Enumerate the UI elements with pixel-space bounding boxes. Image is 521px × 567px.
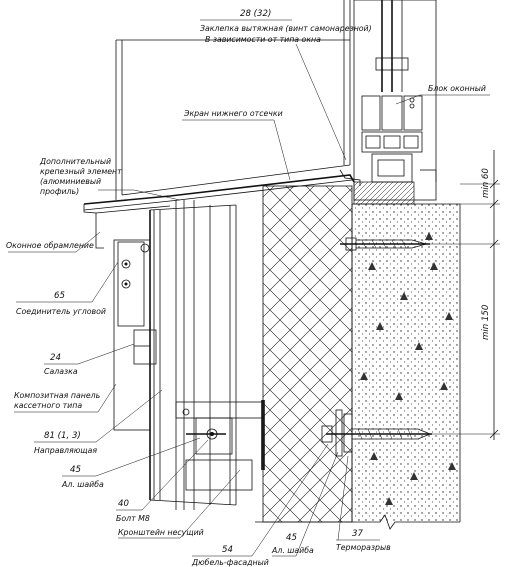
dim-min150-text: min 150 xyxy=(481,304,491,340)
upper-cladding xyxy=(115,0,351,200)
label-guide-num: 81 (1, 3) xyxy=(44,431,81,441)
window-block xyxy=(339,0,437,205)
label-bolt-num: 40 xyxy=(118,499,129,509)
label-washer2-num: 45 xyxy=(286,533,297,543)
dimension-lines xyxy=(430,150,500,440)
label-thermo-num: 37 xyxy=(352,529,363,539)
leader-lines xyxy=(8,19,490,557)
composite-panel xyxy=(113,200,237,510)
label-window-trim: Оконное обрамление xyxy=(6,241,94,250)
dim-min60-text: min 60 xyxy=(481,168,491,198)
dowel-upper xyxy=(340,237,430,251)
label-washer: Ал. шайба xyxy=(61,480,104,489)
label-slider-num: 24 xyxy=(50,353,61,363)
label-thermo: Терморазрыв xyxy=(336,543,391,552)
label-corner-num: 65 xyxy=(54,291,65,301)
dowel-lower xyxy=(321,409,432,457)
lower-screen-flashing xyxy=(83,174,355,249)
concrete-wall xyxy=(255,203,461,530)
label-washer-num: 45 xyxy=(70,465,81,475)
label-washer2: Ал. шайба xyxy=(271,546,314,555)
label-window-block: Блок оконный xyxy=(428,84,486,93)
label-extra-line2: крепезный элемент xyxy=(40,167,122,176)
label-dowel: Дюбель-фасадный xyxy=(191,558,269,567)
label-lower-screen: Экран нижнего отсечки xyxy=(183,109,283,118)
label-extra-line3: (алюминиевый xyxy=(40,177,101,186)
label-slider: Салазка xyxy=(44,367,78,376)
label-top-line2: В зависимости от типа окна xyxy=(205,35,321,44)
label-bolt: Болт М8 xyxy=(116,514,150,523)
label-panel-line2: кассетного типа xyxy=(14,401,82,410)
label-top-num: 28 (32) xyxy=(240,9,271,19)
label-extra-line1: Дополнительный xyxy=(39,157,111,166)
label-bracket: Кронштейн несущий xyxy=(118,528,204,537)
insulation-layer xyxy=(262,185,353,523)
label-corner: Соединитель угловой xyxy=(16,307,106,316)
label-panel-line1: Композитная панель xyxy=(14,391,100,400)
label-extra-line4: профиль) xyxy=(40,187,79,196)
label-top-line1: Заклепка вытяжная (винт самонарезной) xyxy=(200,24,372,33)
label-guide: Направляющая xyxy=(34,446,97,455)
label-dowel-num: 54 xyxy=(222,545,233,555)
bearing-bracket xyxy=(175,400,265,491)
